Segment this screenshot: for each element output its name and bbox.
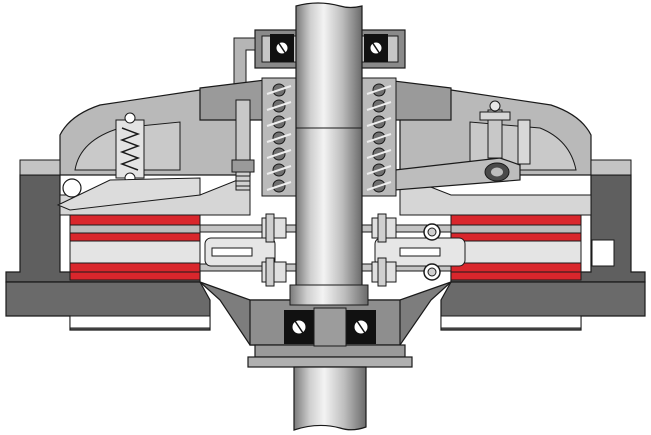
spring-coil-wire [366, 149, 392, 159]
input-shaft [289, 2, 369, 306]
spring-coil-wire [366, 85, 392, 95]
spring-coil-wire [266, 101, 292, 111]
spring-coil-wire [366, 101, 392, 111]
spring-coil-wire [266, 149, 292, 159]
release-levers [231, 99, 531, 287]
spring-coil-wire [266, 165, 292, 175]
spring-coil-wire [266, 85, 292, 95]
spring-coil-wire [366, 181, 392, 191]
spring-coil-wire [366, 133, 392, 143]
lower-bearing [284, 307, 376, 347]
spring-coil-wire [366, 165, 392, 175]
spring-coil-wire [366, 117, 392, 127]
spring-coil-wire [266, 133, 292, 143]
adjusting-spring [56, 112, 201, 211]
spring-coil-wire [266, 117, 292, 127]
pressure-springs [261, 77, 397, 197]
output-shaft [293, 366, 367, 431]
spring-coil-wire [266, 181, 292, 191]
upper-bearing [270, 34, 388, 62]
